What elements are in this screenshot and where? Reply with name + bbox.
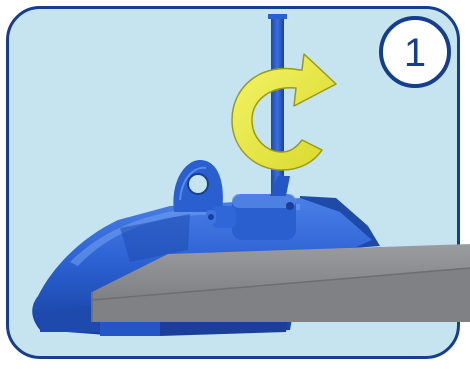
handle-rod: [268, 14, 287, 204]
step-number: 1: [404, 33, 426, 73]
lifting-eye: [173, 160, 223, 212]
step-number-badge: 1: [379, 16, 451, 88]
